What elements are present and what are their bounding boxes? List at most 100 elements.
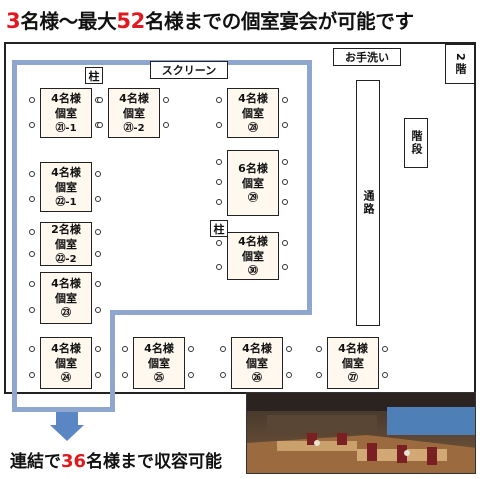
room-capacity: 2名様 (51, 222, 81, 236)
room-capacity: 4名様 (51, 165, 81, 179)
headline-text-2: 名様までの個室宴会が可能です (144, 10, 414, 33)
room-number: ㉑-1 (55, 122, 77, 134)
chair-icon (29, 195, 35, 202)
route-right-line (307, 60, 312, 315)
room-number: ㉗ (348, 372, 358, 384)
washroom-label: お手洗い (333, 48, 401, 66)
route-middle-line (115, 310, 312, 315)
chair-icon (29, 372, 35, 378)
restaurant-photo (246, 392, 476, 474)
chair-icon (29, 229, 35, 235)
chair-icon (29, 170, 35, 177)
chair-icon (216, 198, 222, 205)
footer-text-2: 名様まで収容可能 (86, 452, 223, 472)
chair-icon (95, 346, 101, 352)
room-number: ㉖ (252, 372, 262, 384)
pillar-label-top: 柱 (85, 67, 103, 84)
headline-min-number: 3 (6, 9, 21, 33)
room-number: ㉚ (248, 265, 258, 277)
headline-max-number: 52 (116, 9, 145, 33)
footer-number: 36 (61, 451, 87, 472)
route-bottom-line (12, 407, 115, 412)
room-capacity: 4名様 (119, 91, 149, 105)
room-type: 個室 (55, 106, 77, 120)
chair-icon (216, 96, 222, 103)
pillar-label-mid: 柱 (210, 220, 228, 237)
room-capacity: 4名様 (238, 91, 268, 105)
footer-text: 連結で36名様まで収容可能 (10, 447, 222, 477)
chair-icon (286, 346, 292, 352)
room-number: ㉙ (248, 192, 258, 204)
chair-icon (282, 264, 288, 270)
room-capacity: 6名様 (238, 161, 268, 175)
chair-icon (188, 346, 194, 352)
route-inner-line (110, 310, 115, 412)
room-type: 個室 (55, 291, 77, 305)
chair-icon (122, 372, 128, 378)
restaurant-interior-image (247, 393, 475, 473)
room-type: 個室 (242, 176, 264, 190)
chair-icon (97, 121, 103, 128)
chair-icon (163, 121, 169, 128)
room-number: ㉑-2 (123, 122, 145, 134)
chair-icon (95, 170, 101, 177)
chair-icon (220, 346, 226, 352)
room-type: 個室 (148, 356, 170, 370)
room-type: 個室 (242, 249, 264, 263)
chair-icon (382, 372, 388, 378)
room-capacity: 4名様 (51, 91, 81, 105)
headline: 3名様〜最大52名様までの個室宴会が可能です (6, 4, 476, 38)
chair-icon (95, 229, 101, 235)
room-number: ㉘ (248, 122, 258, 134)
room-capacity: 4名様 (338, 341, 368, 355)
chair-icon (216, 179, 222, 185)
chair-icon (122, 346, 128, 352)
room-type: 個室 (55, 356, 77, 370)
passage-label: 通路 (356, 80, 380, 326)
chair-icon (29, 96, 35, 103)
chair-icon (282, 96, 288, 103)
chair-icon (188, 372, 194, 378)
chair-icon (95, 281, 101, 287)
chair-icon (95, 251, 101, 257)
room-capacity: 4名様 (51, 276, 81, 290)
room-capacity: 4名様 (144, 341, 174, 355)
route-left-line (12, 60, 17, 412)
chair-icon (29, 307, 35, 313)
floor-label: 2階 (445, 44, 475, 84)
room-number: ㉒-2 (55, 253, 77, 265)
chair-icon (282, 159, 288, 166)
chair-icon (29, 346, 35, 352)
room-type: 個室 (55, 180, 77, 194)
room-type: 個室 (123, 106, 145, 120)
chair-icon (216, 264, 222, 270)
chair-icon (216, 159, 222, 166)
chair-icon (282, 198, 288, 205)
headline-text-1: 名様〜最大 (20, 10, 117, 33)
chair-icon (216, 240, 222, 246)
chair-icon (316, 372, 322, 378)
room-number: ㉓ (61, 307, 71, 319)
chair-icon (286, 372, 292, 378)
chair-icon (163, 96, 169, 103)
room-number: ㉕ (154, 372, 164, 384)
room-capacity: 4名様 (242, 341, 272, 355)
room-type: 個室 (246, 356, 268, 370)
chair-icon (282, 121, 288, 128)
chair-icon (282, 240, 288, 246)
chair-icon (316, 346, 322, 352)
room-type: 個室 (242, 106, 264, 120)
chair-icon (95, 372, 101, 378)
